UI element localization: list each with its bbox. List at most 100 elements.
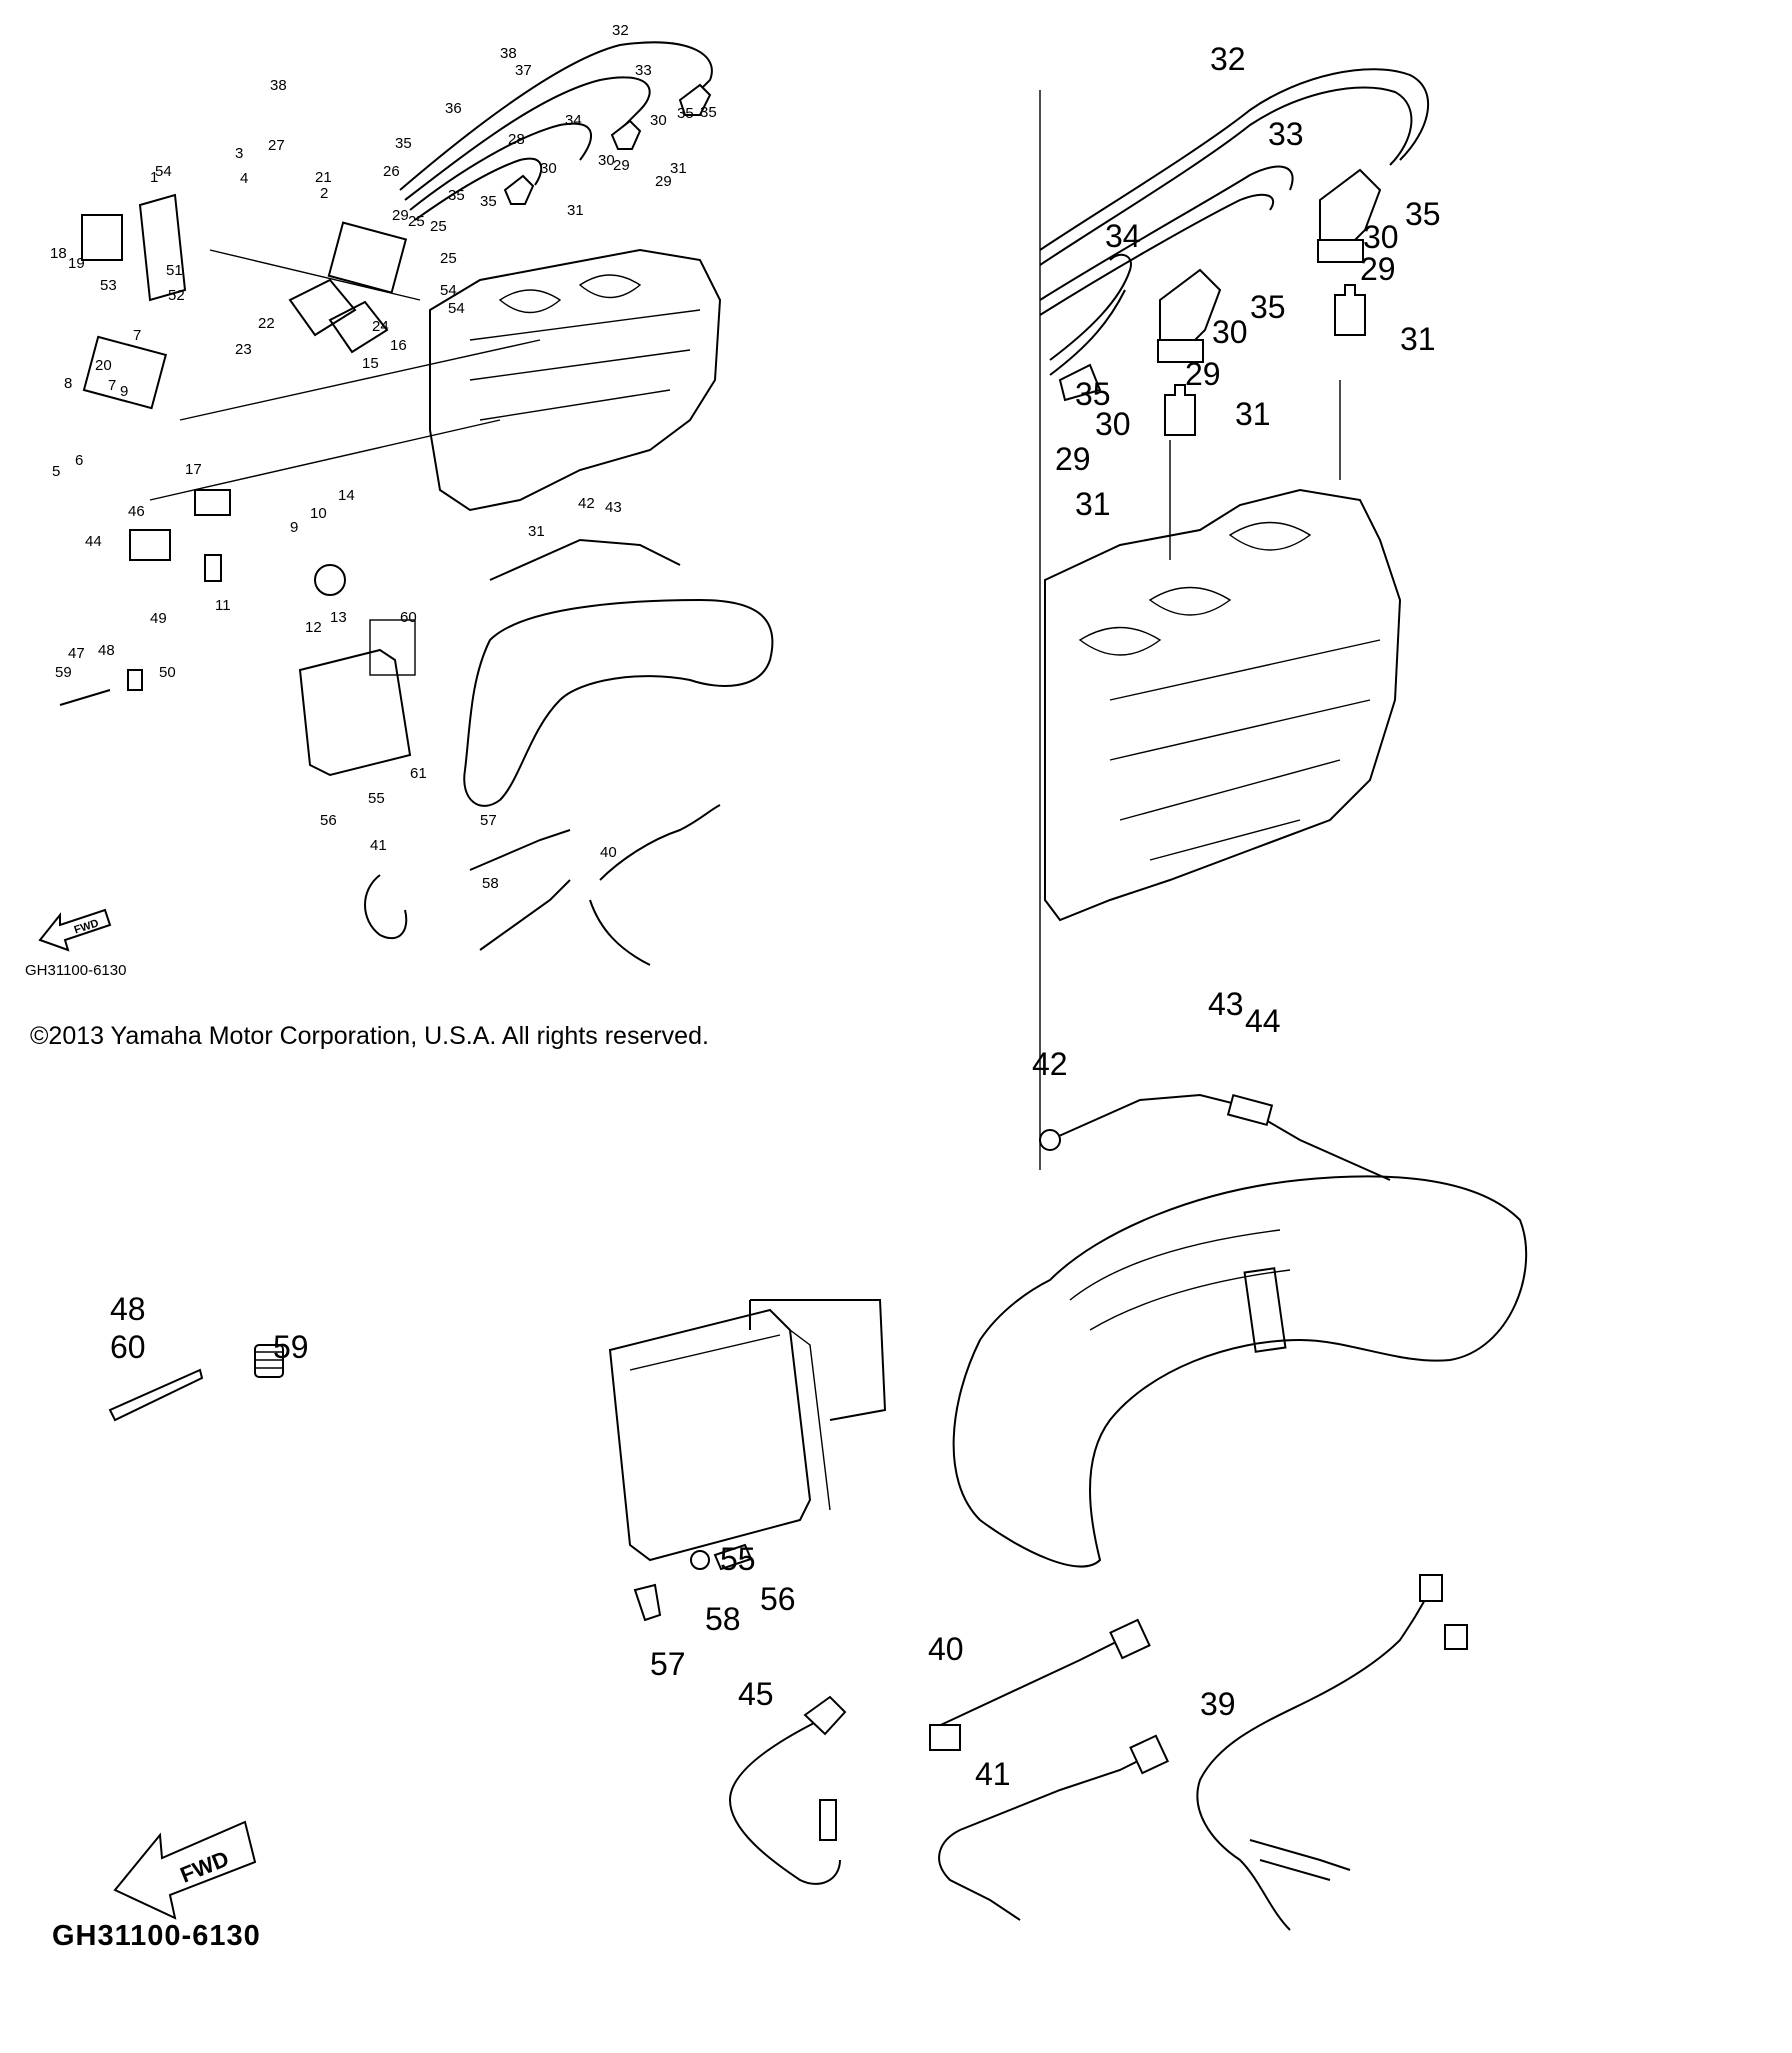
overview-callout-30: 30 xyxy=(650,112,667,129)
overview-callout-46: 46 xyxy=(128,503,145,520)
overview-callout-50: 50 xyxy=(159,664,176,681)
overview-callout-4: 4 xyxy=(240,170,248,187)
overview-callout-20: 20 xyxy=(95,357,112,374)
overview-callout-31: 31 xyxy=(670,160,687,177)
detail-callout-29: 29 xyxy=(1360,251,1396,287)
overview-callout-57: 57 xyxy=(480,812,497,829)
overview-callout-35: 35 xyxy=(677,105,694,122)
overview-callout-23: 23 xyxy=(235,341,252,358)
detail-callout-56: 56 xyxy=(760,1581,796,1617)
overview-drawing: FWD xyxy=(38,41,774,966)
overview-callout-47: 47 xyxy=(68,645,85,662)
overview-callout-59: 59 xyxy=(55,664,72,681)
detail-callout-41: 41 xyxy=(975,1756,1011,1792)
overview-callout-6: 6 xyxy=(75,452,83,469)
overview-callout-40: 40 xyxy=(600,844,617,861)
overview-callout-38: 38 xyxy=(500,45,517,62)
overview-callout-56: 56 xyxy=(320,812,337,829)
overview-callout-25: 25 xyxy=(408,213,425,230)
detail-callout-57: 57 xyxy=(650,1646,686,1682)
overview-callout-7: 7 xyxy=(108,377,116,394)
overview-callout-2: 2 xyxy=(320,185,328,202)
detail-callout-31: 31 xyxy=(1400,321,1436,357)
overview-callout-32: 32 xyxy=(612,22,629,39)
overview-callout-19: 19 xyxy=(68,255,85,272)
detail-callout-35: 35 xyxy=(1250,289,1286,325)
overview-callout-29: 29 xyxy=(655,173,672,190)
overview-callout-3: 3 xyxy=(235,145,243,162)
overview-callout-35: 35 xyxy=(700,104,717,121)
diagram-code-small: GH31100-6130 xyxy=(25,962,127,979)
overview-callout-34: 34 xyxy=(565,112,582,129)
overview-callout-53: 53 xyxy=(100,277,117,294)
detail-callout-30: 30 xyxy=(1095,406,1131,442)
overview-callout-25: 25 xyxy=(440,250,457,267)
detail-drawing: FWD xyxy=(108,68,1528,1931)
overview-callout-41: 41 xyxy=(370,837,387,854)
overview-callout-12: 12 xyxy=(305,619,322,636)
overview-callout-58: 58 xyxy=(482,875,499,892)
fwd-arrow-small-icon: FWD xyxy=(38,908,112,952)
overview-callout-37: 37 xyxy=(515,62,532,79)
overview-callout-51: 51 xyxy=(166,262,183,279)
copyright-notice: ©2013 Yamaha Motor Corporation, U.S.A. A… xyxy=(30,1022,709,1050)
overview-callout-31: 31 xyxy=(528,523,545,540)
overview-callout-52: 52 xyxy=(168,287,185,304)
detail-callout-58: 58 xyxy=(705,1601,741,1637)
overview-callout-11: 11 xyxy=(215,597,231,614)
detail-callout-33: 33 xyxy=(1268,116,1304,152)
detail-callout-30: 30 xyxy=(1212,314,1248,350)
overview-callout-55: 55 xyxy=(368,790,385,807)
overview-callout-35: 35 xyxy=(480,193,497,210)
fwd-arrow-large-icon: FWD xyxy=(113,1820,257,1920)
overview-callout-42: 42 xyxy=(578,495,595,512)
detail-callout-42: 42 xyxy=(1032,1046,1068,1082)
diagram-code-large: GH31100-6130 xyxy=(52,1920,261,1952)
detail-callout-30: 30 xyxy=(1363,219,1399,255)
overview-callout-22: 22 xyxy=(258,315,275,332)
overview-callout-17: 17 xyxy=(185,461,202,478)
detail-callout-29: 29 xyxy=(1185,356,1221,392)
detail-callout-34: 34 xyxy=(1105,218,1141,254)
overview-callout-29: 29 xyxy=(613,157,630,174)
overview-callout-10: 10 xyxy=(310,505,327,522)
detail-callout-35: 35 xyxy=(1405,196,1441,232)
overview-callout-8: 8 xyxy=(64,375,72,392)
overview-callout-28: 28 xyxy=(508,131,525,148)
overview-callout-15: 15 xyxy=(362,355,379,372)
overview-callout-35: 35 xyxy=(395,135,412,152)
overview-callout-61: 61 xyxy=(410,765,427,782)
overview-callout-25: 25 xyxy=(430,218,447,235)
detail-callout-31: 31 xyxy=(1235,396,1271,432)
overview-callout-30: 30 xyxy=(598,152,615,169)
overview-callout-54: 54 xyxy=(448,300,465,317)
overview-callout-21: 21 xyxy=(315,169,332,186)
overview-callout-24: 24 xyxy=(372,318,389,335)
overview-callout-7: 7 xyxy=(133,327,141,344)
detail-callout-35: 35 xyxy=(1075,376,1111,412)
detail-callout-45: 45 xyxy=(738,1676,774,1712)
detail-callout-29: 29 xyxy=(1055,441,1091,477)
overview-callout-16: 16 xyxy=(390,337,407,354)
overview-callout-38: 38 xyxy=(270,77,287,94)
overview-callout-60: 60 xyxy=(400,609,417,626)
overview-callout-29: 29 xyxy=(392,207,409,224)
overview-callout-9: 9 xyxy=(290,519,298,536)
overview-callout-13: 13 xyxy=(330,609,347,626)
overview-callout-36: 36 xyxy=(445,100,462,117)
overview-callout-54: 54 xyxy=(155,163,172,180)
overview-callout-27: 27 xyxy=(268,137,285,154)
detail-callout-32: 32 xyxy=(1210,41,1246,77)
overview-callout-26: 26 xyxy=(383,163,400,180)
overview-callout-5: 5 xyxy=(52,463,60,480)
overview-callout-14: 14 xyxy=(338,487,355,504)
overview-callout-43: 43 xyxy=(605,499,622,516)
detail-callout-48: 48 xyxy=(110,1291,146,1327)
overview-callout-49: 49 xyxy=(150,610,167,627)
detail-callout-60: 60 xyxy=(110,1329,146,1365)
overview-callout-48: 48 xyxy=(98,642,115,659)
